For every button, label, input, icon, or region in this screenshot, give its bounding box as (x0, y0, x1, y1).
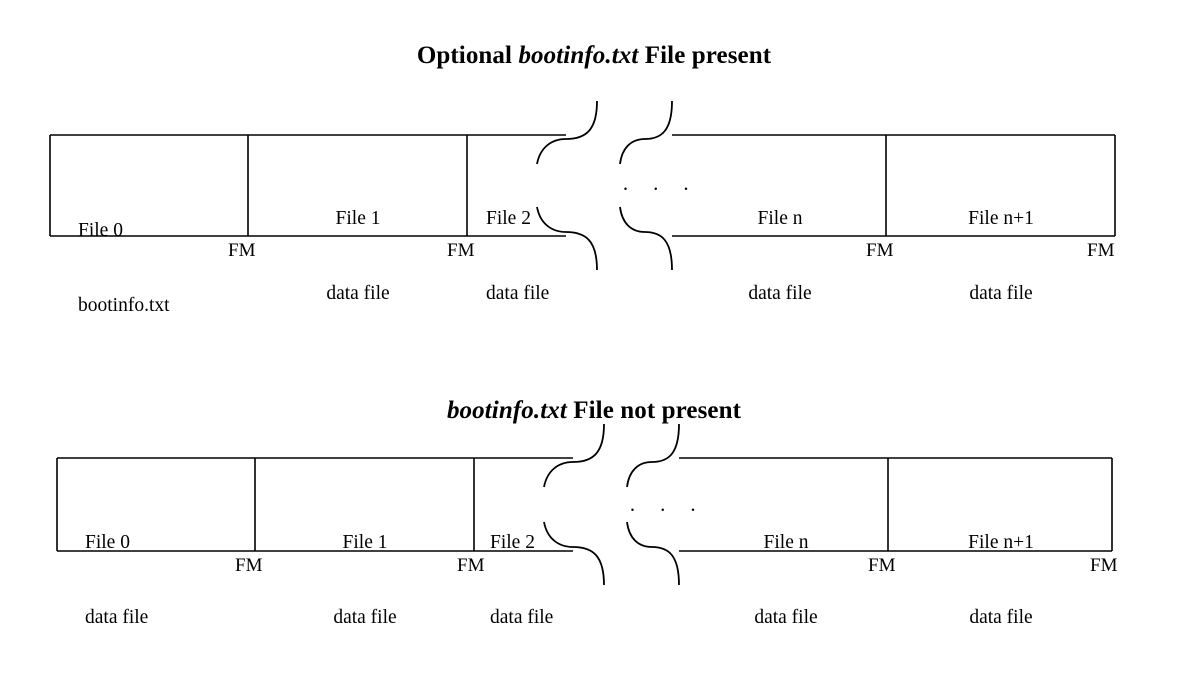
figure-title-top: Optional bootinfo.txt File present (0, 42, 1188, 70)
break-ellipsis-top: · · · (622, 177, 699, 201)
break-curve-bottom-right (619, 206, 673, 271)
file-mark-label-1: FM (235, 555, 263, 576)
cell-line-2: data file (486, 283, 550, 304)
tape-strip-top (0, 0, 1188, 320)
break-ellipsis-bottom: · · · (629, 498, 706, 522)
cell-line-2: data file (754, 607, 818, 628)
cell-line-2: data file (969, 283, 1033, 304)
cell-label-file-n: File n data file (682, 480, 890, 680)
cell-line-1: File n (757, 208, 803, 229)
file-mark-label-3: FM (868, 555, 896, 576)
cell-line-1: File n+1 (968, 532, 1034, 553)
cell-line-1: File n (763, 532, 809, 553)
cell-label-file-1: File 1 data file (258, 480, 472, 680)
tape-layout-diagram: Optional bootinfo.txt File present (0, 0, 1188, 632)
file-mark-label-2: FM (457, 555, 485, 576)
break-curve-top-left (543, 423, 605, 488)
break-curve-bottom-left (543, 521, 605, 586)
break-curve-bottom-left (536, 206, 598, 271)
cell-line-1: File 1 (335, 208, 381, 229)
cell-line-2: data file (333, 607, 397, 628)
cell-label-file-1: File 1 data file (251, 156, 465, 356)
break-curve-bottom-right (626, 521, 680, 586)
figure-bootinfo-present: Optional bootinfo.txt File present (0, 0, 1188, 320)
cell-line-1: File 2 (486, 208, 531, 229)
break-curve-top-right (626, 423, 680, 488)
cell-label-file-0: File 0 bootinfo.txt (78, 168, 248, 368)
cell-line-2: bootinfo.txt (78, 295, 170, 316)
cell-line-1: File 1 (342, 532, 388, 553)
break-curve-top-right (619, 100, 673, 165)
cell-label-file-2: File 2 data file (490, 480, 600, 680)
cell-line-1: File 0 (78, 220, 123, 241)
file-mark-label-1: FM (228, 240, 256, 261)
figure-title-bottom: bootinfo.txt File not present (0, 397, 1188, 425)
figure-bootinfo-absent: bootinfo.txt File not present (0, 320, 1188, 632)
file-mark-label-2: FM (447, 240, 475, 261)
cell-label-file-2: File 2 data file (486, 156, 596, 356)
figure-title-emphasis: bootinfo.txt (518, 42, 639, 69)
file-mark-label-4: FM (1087, 240, 1115, 261)
figure-title-emphasis: bootinfo.txt (446, 397, 567, 424)
figure-title-suffix: File not present (566, 397, 742, 424)
figure-title-suffix: File present (638, 42, 772, 69)
cell-line-1: File n+1 (968, 208, 1034, 229)
figure-title-prefix: Optional (416, 42, 519, 69)
cell-label-file-n: File n data file (676, 156, 884, 356)
break-curve-top-left (536, 100, 598, 165)
tape-strip-bottom (0, 320, 1188, 632)
cell-line-1: File 0 (85, 532, 130, 553)
cell-label-file-n-plus-1: File n+1 data file (888, 156, 1114, 356)
cell-line-1: File 2 (490, 532, 535, 553)
cell-line-2: data file (969, 607, 1033, 628)
file-mark-label-3: FM (866, 240, 894, 261)
cell-line-2: data file (490, 607, 554, 628)
cell-label-file-0: File 0 data file (85, 480, 255, 680)
file-mark-label-4: FM (1090, 555, 1118, 576)
cell-line-2: data file (85, 607, 149, 628)
cell-line-2: data file (326, 283, 390, 304)
cell-line-2: data file (748, 283, 812, 304)
cell-label-file-n-plus-1: File n+1 data file (890, 480, 1112, 680)
